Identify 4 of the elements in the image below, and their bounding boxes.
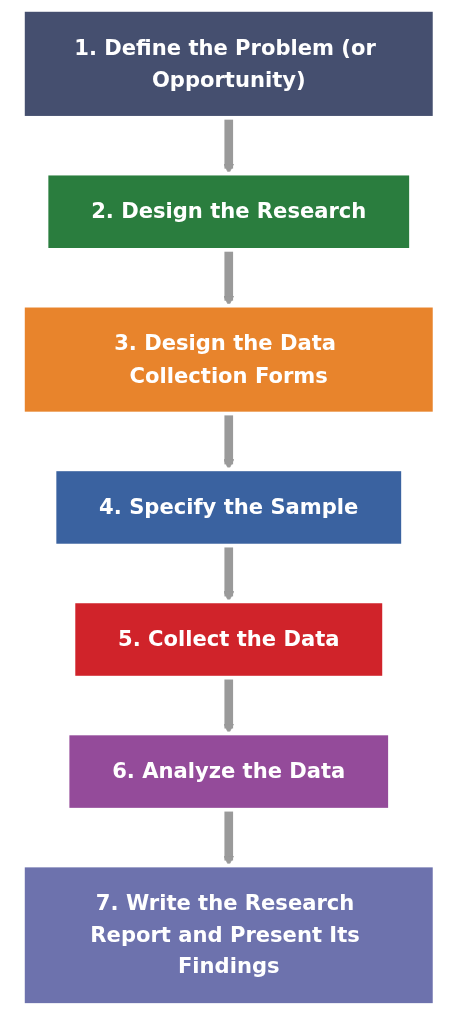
arrow <box>223 677 234 734</box>
arrow <box>223 545 234 602</box>
arrow <box>223 413 234 470</box>
arrow <box>223 809 234 866</box>
